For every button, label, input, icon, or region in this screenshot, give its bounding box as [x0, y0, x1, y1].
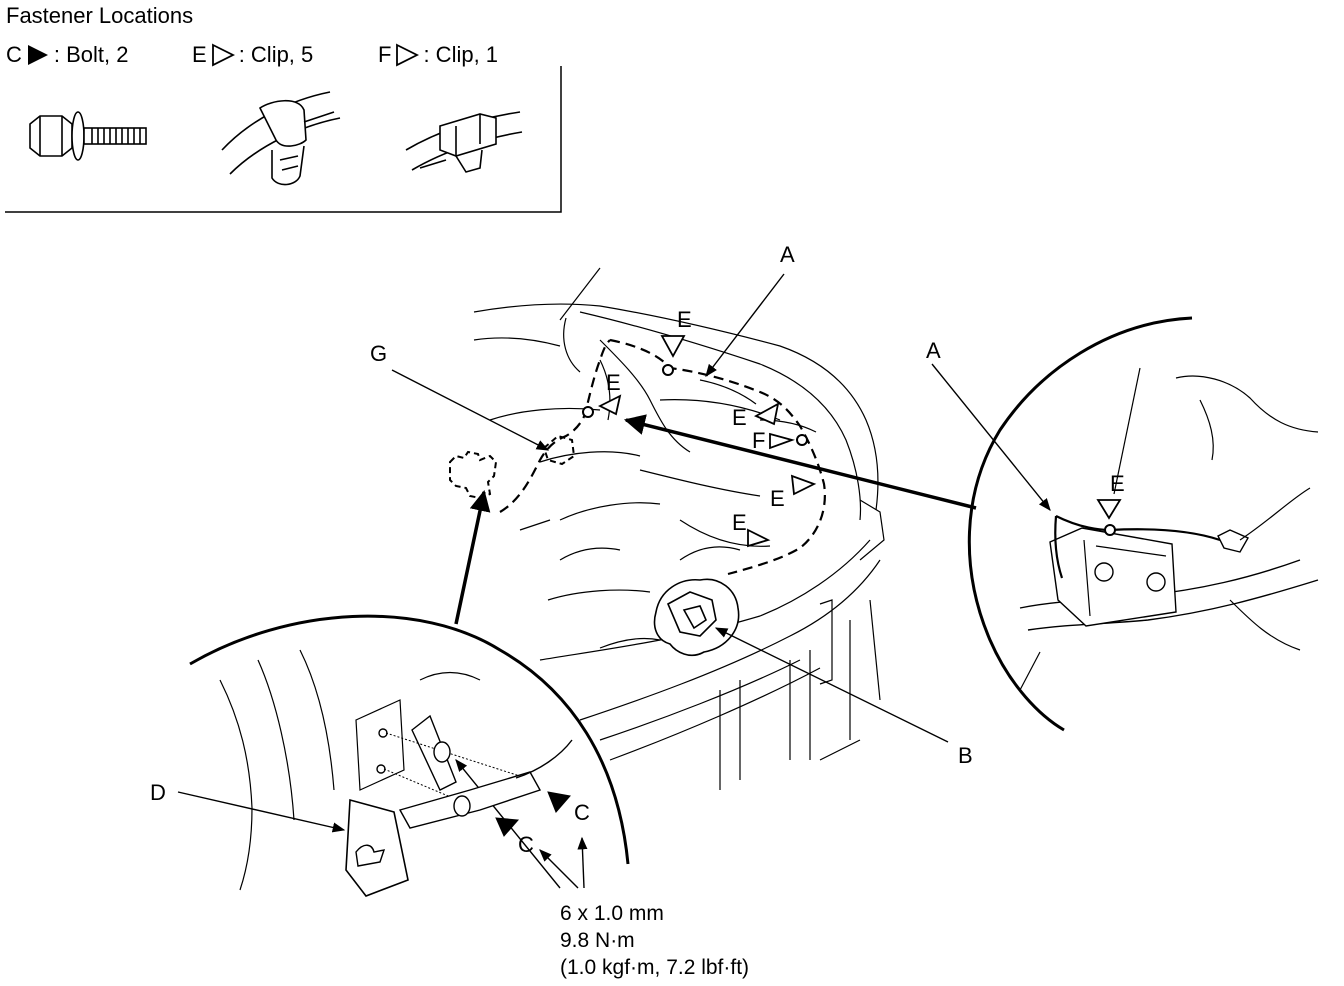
clip-f-illustration [405, 111, 523, 173]
clip-e-illustration [221, 91, 341, 186]
legend-item-bolt: C : Bolt, 2 [6, 43, 128, 67]
callout-a-detail: A [926, 338, 941, 363]
legend-text: : Clip, 5 [238, 42, 314, 67]
callout-e2: E [606, 370, 621, 395]
diagram-title: Fastener Locations [6, 3, 194, 28]
arrow-to-relay [454, 489, 491, 625]
clip-points [582, 364, 808, 446]
leader-d [177, 791, 346, 833]
legend-letter: E [192, 42, 207, 67]
callout-c1: C [574, 800, 590, 825]
callout-e-detail: E [1110, 471, 1125, 496]
detail-view-d [189, 614, 630, 897]
open-triangle-icon [211, 43, 235, 67]
leader-torque-2 [539, 849, 579, 889]
torque-nm: 9.8 N·m [560, 929, 635, 952]
legend-letter: C [6, 42, 22, 67]
component-b [653, 578, 740, 657]
callout-b: B [958, 743, 973, 768]
clip-marker-e1 [660, 335, 686, 358]
pointer-arrows [454, 414, 977, 625]
legend-text: : Bolt, 2 [53, 42, 129, 67]
legend-item-clip-f: F : Clip, 1 [378, 43, 498, 67]
clip-marker-e3 [753, 402, 780, 426]
callout-e5: E [732, 510, 747, 535]
torque-alt: (1.0 kgf·m, 7.2 lbf·ft) [560, 956, 750, 979]
callout-c2: C [518, 832, 534, 857]
callout-e3: E [732, 405, 747, 430]
leader-b [714, 627, 949, 743]
filled-triangle-icon [27, 45, 48, 65]
callout-e4: E [770, 486, 785, 511]
relay-g-outline [449, 434, 576, 500]
callout-e1: E [677, 307, 692, 332]
callout-g: G [370, 341, 388, 366]
engine-bay-sketch [473, 267, 885, 790]
open-triangle-icon [396, 43, 420, 67]
clip-marker-f [769, 432, 795, 450]
legend-text: : Clip, 1 [423, 42, 499, 67]
leader-g [391, 369, 550, 451]
detail-view-a [967, 316, 1319, 732]
torque-size: 6 x 1.0 mm [560, 902, 664, 925]
leader-a-detail [931, 363, 1051, 511]
arrow-to-detail-a [623, 414, 977, 510]
clip-marker-e5 [747, 528, 771, 548]
callout-a-main: A [780, 242, 795, 267]
callout-f: F [752, 428, 766, 453]
leader-a-main [705, 273, 785, 378]
legend-item-clip-e: E : Clip, 5 [192, 43, 313, 67]
callout-d: D [150, 780, 166, 805]
clip-markers [597, 335, 817, 548]
legend-frame [5, 66, 562, 213]
clip-marker-e2 [597, 394, 622, 416]
clip-marker-e4 [790, 474, 817, 496]
legend-letter: F [378, 42, 392, 67]
bolt-illustration [29, 111, 147, 161]
leader-torque-3 [577, 836, 588, 889]
